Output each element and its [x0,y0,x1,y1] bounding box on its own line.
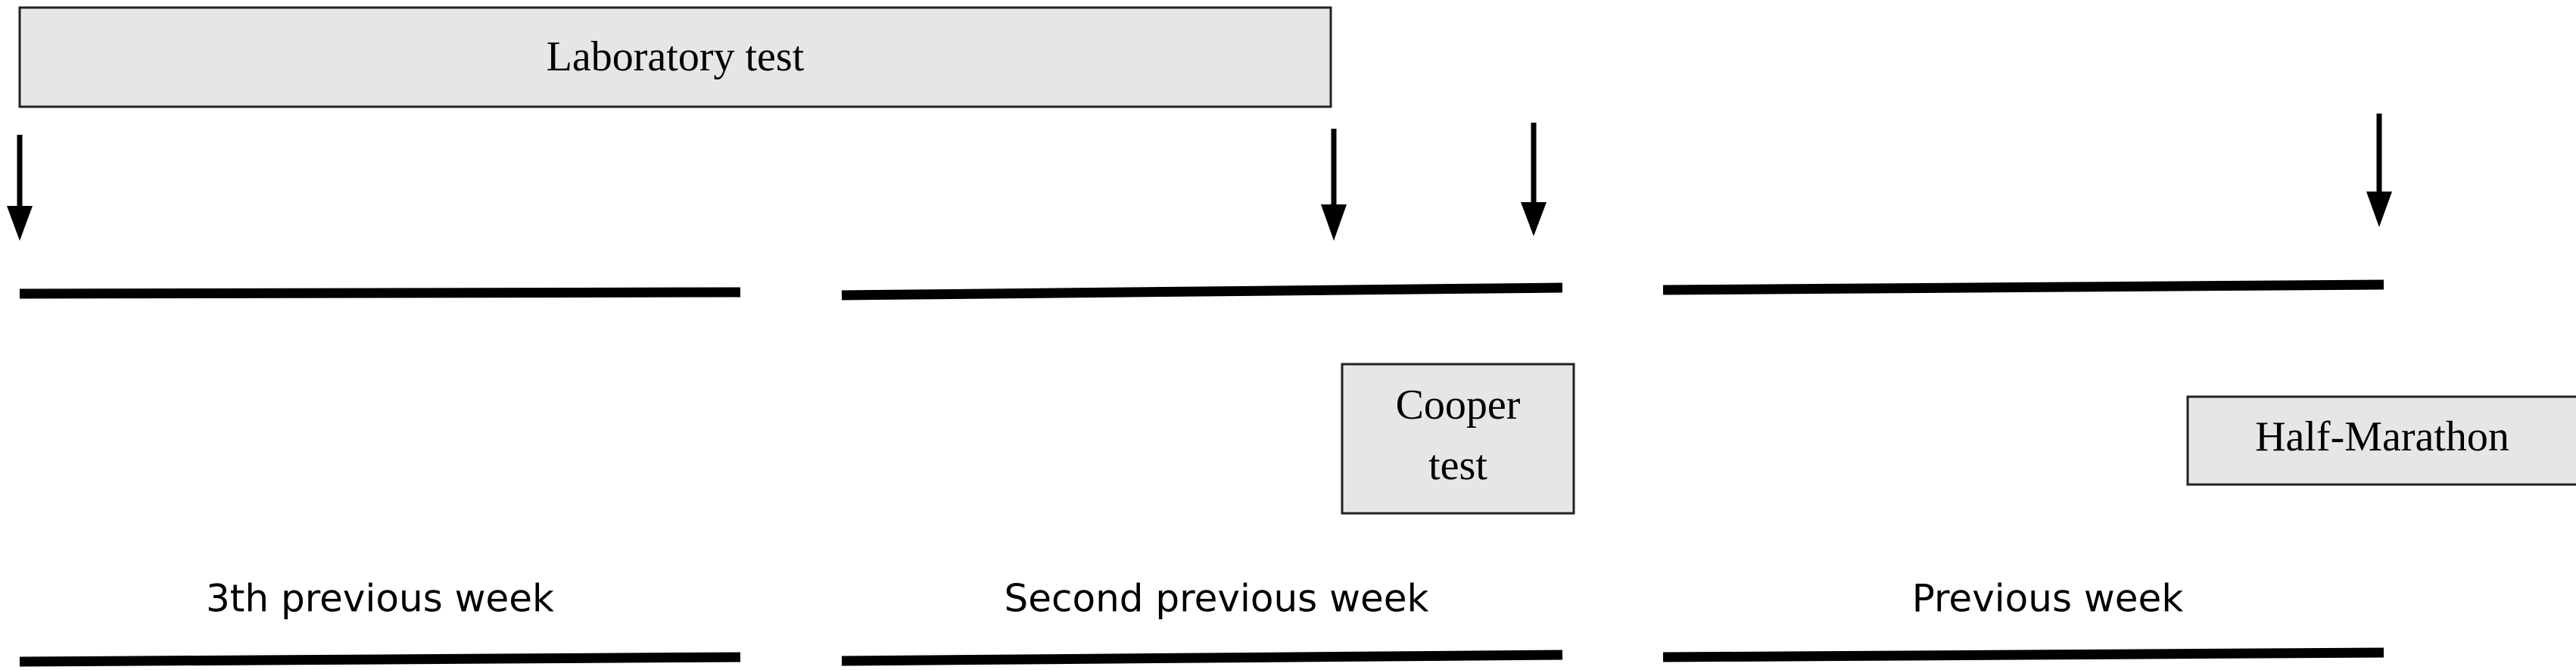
lower-bar-second-previous-week [841,650,1563,666]
half-marathon-label: Half-Marathon [2255,413,2509,460]
week-label-third-previous: 3th previous week [206,577,554,621]
down-arrow-icon [1321,204,1347,241]
lower-bar-third-previous-week [19,652,741,667]
lower-bar-previous-week [1662,647,2384,662]
cooper-test-label-line2: test [1428,442,1487,489]
upper-bar-second-previous-week [841,282,1563,301]
down-arrow-icon [7,206,33,241]
week-label-previous: Previous week [1912,577,2184,621]
cooper-test-box: Cooper test [1341,363,1575,515]
down-arrow-icon [2366,192,2392,227]
half-marathon-box: Half-Marathon [2186,395,2576,486]
half-marathon-arrow [2366,114,2392,227]
cooper-test-arrow [1521,123,1547,236]
week-label-second-previous: Second previous week [1005,577,1429,621]
laboratory-test-arrow-end [1321,129,1347,241]
cooper-test-label-line1: Cooper [1396,382,1521,428]
upper-bar-third-previous-week [19,287,741,299]
laboratory-test-arrow-start [7,135,33,241]
laboratory-test-box-rect [18,6,1332,108]
upper-bar-previous-week [1662,279,2384,295]
half-marathon-box-rect [2186,395,2576,486]
cooper-test-box-rect [1341,363,1575,515]
laboratory-test-label: Laboratory test [547,33,805,80]
laboratory-test-box: Laboratory test [18,6,1332,108]
down-arrow-icon [1521,202,1547,236]
